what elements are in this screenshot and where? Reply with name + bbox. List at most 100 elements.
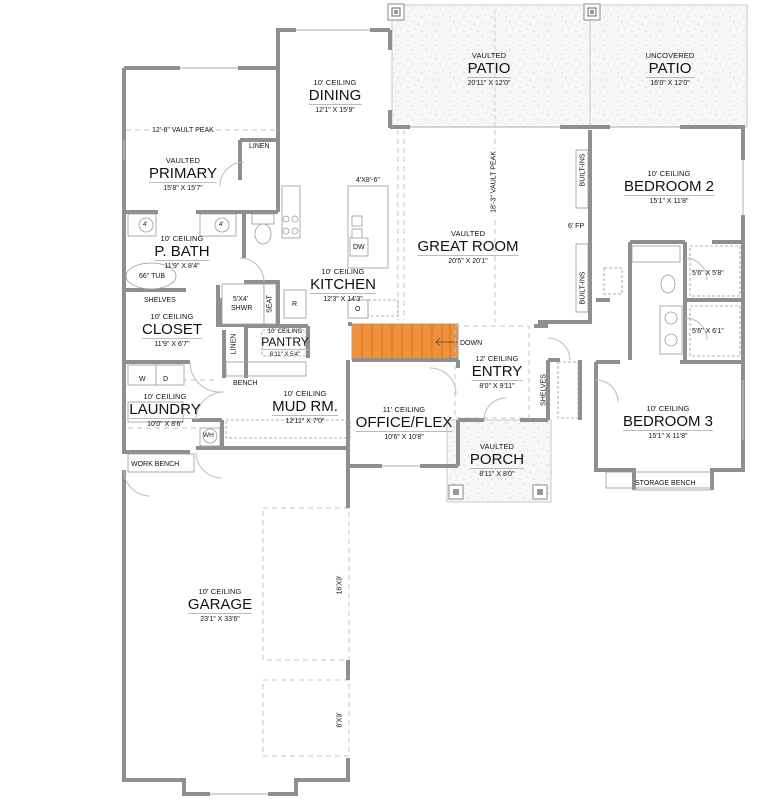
note-garage-door-small: 8'X9'	[336, 712, 344, 728]
room-label-bedroom-2: 10' CEILING BEDROOM 2 15'1" X 11'8"	[623, 169, 715, 205]
staircase	[351, 323, 459, 361]
room-ceiling: VAULTED	[450, 229, 486, 238]
note-sink-left: 4'	[143, 222, 148, 228]
room-ceiling: 10' CEILING	[646, 404, 690, 413]
toilet-icon	[254, 223, 272, 245]
room-ceiling: 10' CEILING	[198, 587, 242, 596]
note-storage-bench: STORAGE BENCH	[635, 480, 696, 487]
room-name: DINING	[308, 86, 362, 105]
refrigerator	[283, 289, 307, 319]
note-linen-hall: LINEN	[230, 333, 238, 355]
note-sink-right: 4'	[219, 222, 224, 228]
note-island-size: 4'X8'-6"	[356, 177, 380, 184]
room-label-mud-room: 10' CEILING MUD RM. 12'11" X 7'0"	[272, 390, 338, 425]
room-ceiling: UNCOVERED	[645, 51, 695, 60]
room-label-primary: VAULTED PRIMARY 15'8" X 15'7"	[148, 157, 218, 192]
note-shelves-closet: SHELVES	[144, 297, 176, 304]
room-dimensions: 15'1" X 11'8"	[649, 197, 689, 205]
post-icon	[448, 484, 464, 500]
post-icon	[532, 484, 548, 500]
room-name: GARAGE	[187, 595, 253, 614]
room-name: PANTRY	[261, 335, 309, 350]
note-fireplace: 6' FP	[568, 223, 585, 230]
tub-icon	[125, 262, 177, 290]
room-dimensions: 11'9" X 8'4"	[164, 262, 200, 270]
room-dimensions: 12'3" X 14'3"	[323, 295, 363, 303]
note-down: DOWN	[460, 340, 483, 347]
room-dimensions: 23'1" X 33'6"	[200, 615, 240, 623]
room-label-closet: 10' CEILING CLOSET 11'9" X 6'7"	[141, 312, 203, 348]
room-dimensions: 15'1" X 11'8"	[648, 432, 688, 440]
room-ceiling: VAULTED	[479, 442, 515, 451]
room-dimensions: 11'9" X 6'7"	[154, 340, 190, 348]
room-dimensions: 10'6" X 10'8"	[384, 433, 424, 441]
note-seat: SEAT	[266, 295, 274, 313]
room-name: KITCHEN	[310, 275, 376, 294]
room-label-kitchen: 10' CEILING KITCHEN 12'3" X 14'3"	[310, 268, 376, 303]
note-vault-peak-primary: 12'-8" VAULT PEAK	[150, 127, 216, 134]
room-name: CLOSET	[141, 320, 203, 339]
note-built-ins-upper: BUILT-INS	[579, 153, 587, 187]
note-built-ins-lower: BUILT-INS	[579, 271, 587, 305]
room-label-office-flex: 11' CEILING OFFICE/FLEX 10'6" X 10'8"	[355, 405, 453, 441]
room-dimensions: 16'0" X 12'0"	[650, 79, 690, 87]
tub-bath2	[631, 245, 681, 263]
room-name: PORCH	[469, 450, 525, 469]
note-refrigerator: R	[292, 301, 298, 308]
porch-area	[446, 419, 552, 503]
room-name: MUD RM.	[272, 397, 338, 416]
note-garage-door-large: 16'X9'	[336, 575, 344, 595]
note-tub: 66" TUB	[139, 273, 166, 280]
note-dryer: D	[163, 376, 169, 383]
room-name: PATIO	[645, 61, 695, 78]
room-ceiling: 10' CEILING	[321, 267, 365, 276]
room-ceiling: 10' CEILING	[647, 169, 691, 178]
room-label-entry: 12' CEILING ENTRY 8'0" X 9'11"	[471, 355, 523, 390]
dishwasher	[349, 237, 369, 257]
room-name: PATIO	[467, 59, 511, 78]
dryer	[155, 364, 185, 386]
water-heater	[202, 428, 218, 444]
room-label-bedroom-3: 10' CEILING BEDROOM 3 15'1" X 11'8"	[622, 404, 714, 440]
note-oven: O	[355, 306, 361, 313]
room-ceiling: 10' CEILING	[313, 78, 357, 87]
room-name: BEDROOM 2	[623, 177, 715, 196]
post-icon	[387, 3, 405, 21]
room-label-porch: VAULTED PORCH 8'11" X 8'0"	[469, 442, 525, 478]
room-dimensions: 20'5" X 20'1"	[448, 257, 488, 265]
walls	[122, 28, 745, 796]
note-shower-label: SHWR	[231, 305, 253, 312]
note-shower-size: 5'X4'	[233, 296, 249, 303]
room-ceiling: 10' CEILING	[160, 234, 204, 243]
note-bath2-a: 5'6" X 5'8"	[692, 270, 724, 277]
note-work-bench: WORK BENCH	[131, 461, 180, 468]
note-dishwasher: DW	[353, 244, 365, 251]
room-ceiling: 10' CEILING	[283, 389, 327, 398]
room-ceiling: 10' CEILING	[143, 392, 187, 401]
post-icon	[583, 3, 601, 21]
room-ceiling: 11' CEILING	[382, 405, 426, 414]
room-ceiling: VAULTED	[471, 51, 507, 60]
kitchen-sink	[281, 185, 301, 239]
note-shelves-entry: SHELVES	[540, 374, 548, 406]
room-label-laundry: 10' CEILING LAUNDRY 10'0" X 8'6"	[129, 392, 201, 428]
room-dimensions: 12'1" X 15'9"	[315, 106, 355, 114]
note-linen-primary: LINEN	[249, 143, 270, 150]
room-name: GREAT ROOM	[417, 237, 519, 256]
note-bench: BENCH	[233, 380, 258, 387]
room-label-dining: 10' CEILING DINING 12'1" X 15'9"	[308, 78, 362, 114]
room-label-garage: 10' CEILING GARAGE 23'1" X 33'6"	[187, 587, 253, 623]
room-dimensions: 6'11" X 5'4"	[269, 352, 301, 358]
patio-area	[387, 3, 748, 128]
room-dimensions: 10'0" X 8'6"	[147, 420, 183, 428]
room-label-pantry: 10' CEILING PANTRY 6'11" X 5'4"	[261, 329, 309, 358]
note-bath2-b: 5'6" X 6'1"	[692, 328, 724, 335]
room-name: BEDROOM 3	[622, 412, 714, 431]
fixtures	[125, 149, 741, 489]
room-dimensions: 15'8" X 15'7"	[163, 184, 203, 192]
note-washer: W	[139, 376, 146, 383]
room-ceiling: 10' CEILING	[150, 312, 194, 321]
room-label-great-room: VAULTED GREAT ROOM 20'5" X 20'1"	[417, 229, 519, 265]
room-label-p-bath: 10' CEILING P. BATH 11'9" X 8'4"	[154, 234, 210, 270]
